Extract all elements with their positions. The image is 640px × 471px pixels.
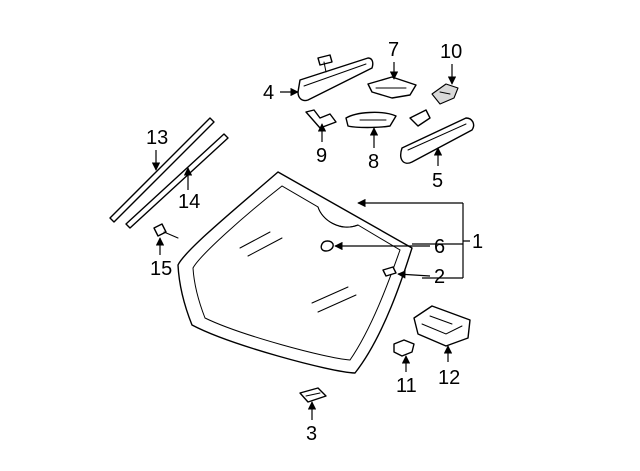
callout-12: 12 [438, 367, 460, 389]
callout-3: 3 [306, 423, 317, 445]
callout-1: 1 [472, 231, 483, 253]
callout-11: 11 [396, 375, 417, 397]
mirror-bracket [431, 83, 459, 105]
rearview-mirror-upper [297, 54, 374, 102]
callout-5: 5 [432, 170, 443, 192]
callout-4: 4 [263, 82, 274, 104]
callout-7: 7 [388, 39, 399, 61]
callout-labels: 1 2 3 4 5 6 7 8 9 10 11 12 13 14 15 [146, 39, 483, 445]
mount-bracket [305, 109, 337, 129]
callout-14: 14 [178, 191, 200, 213]
overhead-console [413, 305, 471, 347]
moulding-clip [153, 223, 179, 239]
callout-13: 13 [146, 127, 168, 149]
callout-9: 9 [316, 145, 327, 167]
rain-sensor [320, 240, 334, 252]
windshield-glass [177, 171, 413, 374]
callout-6: 6 [434, 236, 445, 258]
mirror-cover [367, 76, 417, 99]
sensor-bezel [299, 387, 327, 403]
windshield-moulding [109, 117, 229, 229]
mount-cover [345, 111, 397, 129]
callout-15: 15 [150, 258, 172, 280]
bracket-part-2 [382, 266, 397, 277]
callout-8: 8 [368, 151, 379, 173]
callout-10: 10 [440, 41, 462, 63]
rearview-mirror-lower [400, 109, 475, 164]
leader-lines [151, 62, 470, 420]
callout-2: 2 [434, 266, 445, 288]
sensor-housing [393, 339, 415, 357]
